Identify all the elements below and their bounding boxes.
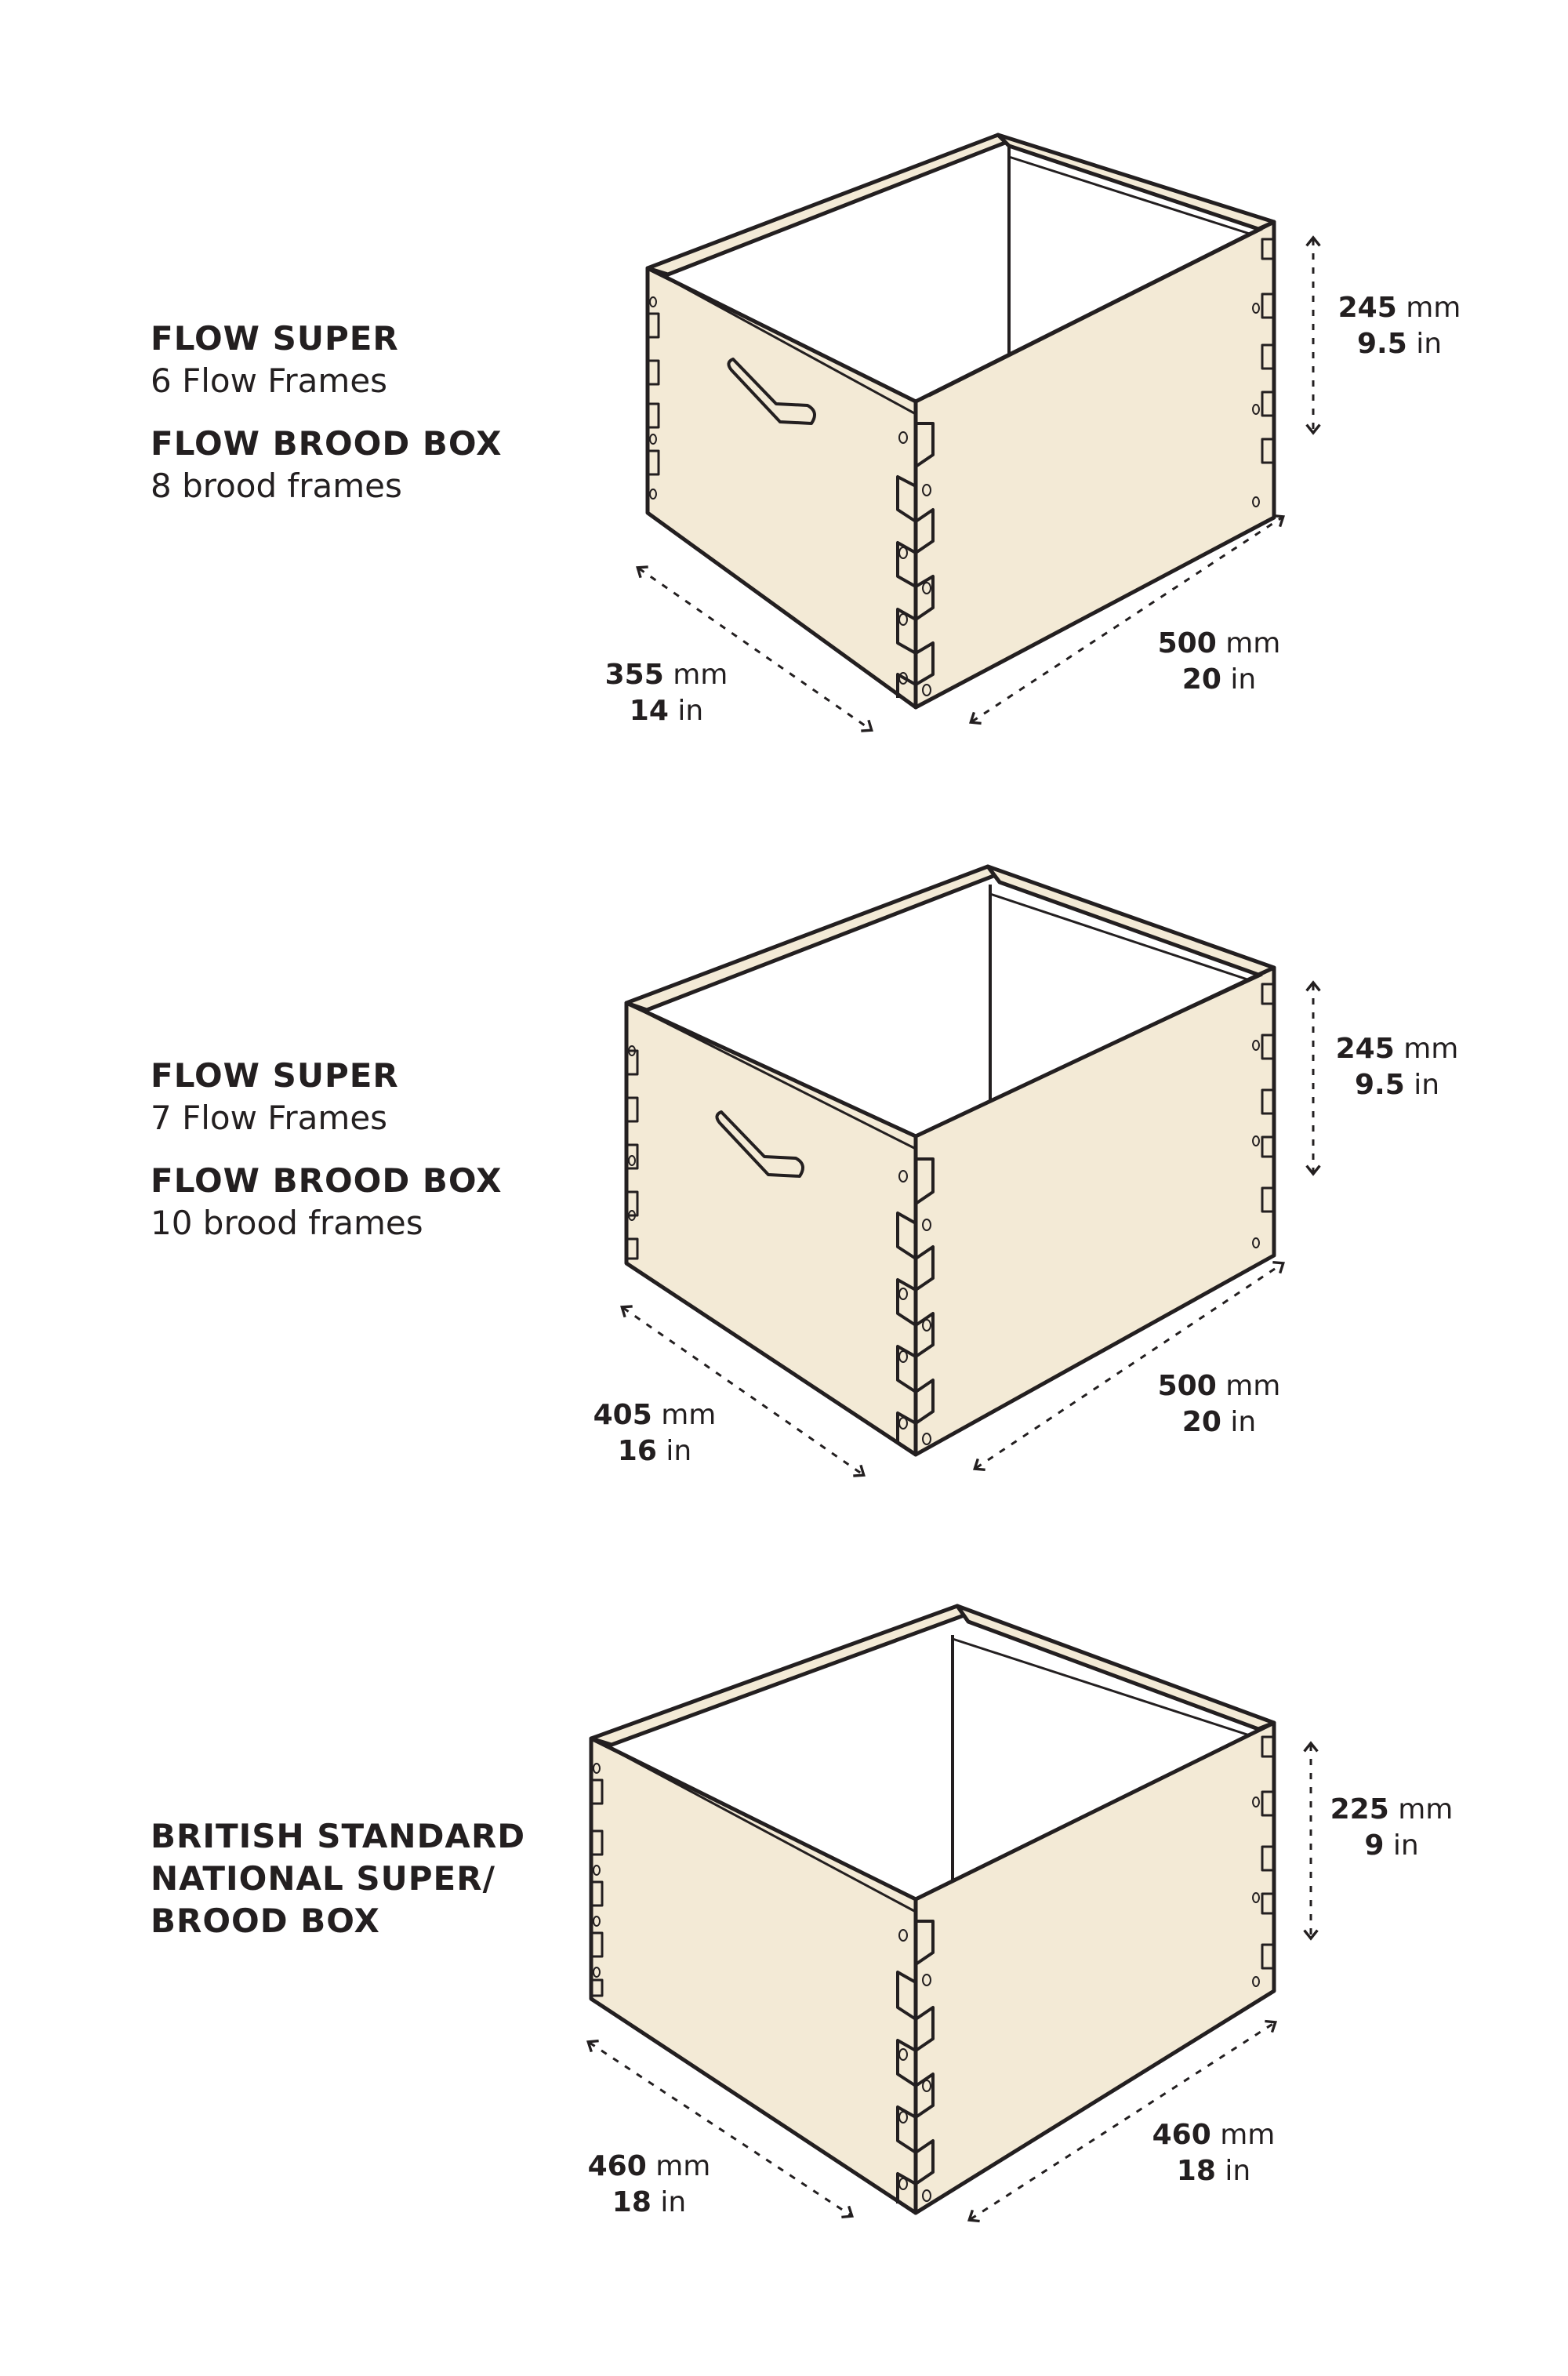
box-3-dimension-arrows <box>586 1741 1319 2223</box>
box-3-width-in: 18 <box>612 2186 652 2218</box>
box-1-description: FLOW SUPER 6 Flow Frames FLOW BROOD BOX … <box>151 318 502 528</box>
box-1-height-label: 245 mm 9.5 in <box>1321 290 1478 362</box>
box-1-handle <box>727 358 816 425</box>
box-3-height-in: 9 <box>1364 1829 1385 1862</box>
box-2-title-1: FLOW SUPER <box>151 1056 399 1095</box>
unit-in: in <box>1230 1406 1257 1438</box>
box-1-side-joints-left <box>648 312 660 476</box>
box-2-dimension-arrows <box>620 980 1321 1477</box>
box-2-finger-joints <box>896 1157 935 1443</box>
unit-in: in <box>1416 328 1443 360</box>
box-2-height-mm: 245 <box>1335 1033 1395 1065</box>
box-1-dimension-arrows <box>636 235 1321 732</box>
unit-mm: mm <box>1406 292 1461 324</box>
unit-in: in <box>1392 1829 1419 1862</box>
unit-in: in <box>1414 1069 1440 1101</box>
box-1-width-mm: 355 <box>604 659 664 691</box>
box-2-width-label: 405 mm 16 in <box>576 1397 733 1470</box>
box-3-length-mm: 460 <box>1152 2119 1211 2151</box>
box-2-length-label: 500 mm 20 in <box>1141 1368 1298 1440</box>
box-3-description: BRITISH STANDARD NATIONAL SUPER/ BROOD B… <box>151 1815 525 1942</box>
box-3-title-1: BRITISH STANDARD <box>151 1817 526 1855</box>
box-3-side-joints <box>591 1735 1274 1997</box>
unit-mm: mm <box>673 659 728 691</box>
box-1-height-mm: 245 <box>1338 292 1397 324</box>
box-1-side-joints-right <box>1261 238 1274 464</box>
box-1-finger-joints <box>896 422 935 698</box>
box-3-height-label: 225 mm 9 in <box>1313 1792 1470 1864</box>
box-1-width-in: 14 <box>629 695 669 727</box>
box-1-width-label: 355 mm 14 in <box>588 657 745 729</box>
box-1-length-mm: 500 <box>1157 627 1217 659</box>
box-1-illustration <box>645 133 1276 710</box>
unit-in: in <box>1225 2155 1251 2187</box>
unit-mm: mm <box>1225 1370 1281 1402</box>
box-2-height-label: 245 mm 9.5 in <box>1319 1031 1475 1103</box>
box-3-title-3: BROOD BOX <box>151 1902 380 1940</box>
unit-in: in <box>660 2186 687 2218</box>
unit-mm: mm <box>1225 627 1281 659</box>
box-3-finger-joints <box>896 1920 935 2203</box>
unit-mm: mm <box>655 2150 711 2182</box>
box-1-title-1: FLOW SUPER <box>151 319 399 358</box>
box-1-subtitle-2: 8 brood frames <box>151 467 402 505</box>
box-1-height-in: 9.5 <box>1356 328 1407 360</box>
box-2-length-in: 20 <box>1181 1406 1221 1438</box>
box-2-description: FLOW SUPER 7 Flow Frames FLOW BROOD BOX … <box>151 1055 502 1265</box>
box-2-illustration <box>624 864 1276 1457</box>
box-2-subtitle-2: 10 brood frames <box>151 1204 423 1242</box>
unit-in: in <box>1230 663 1257 696</box>
unit-in: in <box>677 695 704 727</box>
box-2-handle <box>715 1110 804 1178</box>
box-3-width-mm: 460 <box>587 2150 647 2182</box>
box-2-side-joints <box>626 983 1274 1260</box>
box-3-length-in: 18 <box>1176 2155 1216 2187</box>
box-1-length-label: 500 mm 20 in <box>1141 626 1298 698</box>
box-3-length-label: 460 mm 18 in <box>1135 2117 1292 2189</box>
box-1-screws <box>649 296 1260 696</box>
unit-mm: mm <box>661 1399 717 1431</box>
box-2-width-in: 16 <box>617 1435 657 1467</box>
box-3-screws <box>593 1763 1260 2202</box>
unit-mm: mm <box>1403 1033 1459 1065</box>
box-1-length-in: 20 <box>1181 663 1221 696</box>
box-2-screws <box>628 1040 1260 1445</box>
box-1-subtitle-1: 6 Flow Frames <box>151 361 388 400</box>
box-3-width-label: 460 mm 18 in <box>571 2149 728 2221</box>
box-2-width-mm: 405 <box>593 1399 652 1431</box>
unit-in: in <box>666 1435 692 1467</box>
box-2-height-in: 9.5 <box>1354 1069 1405 1101</box>
box-2-length-mm: 500 <box>1157 1370 1217 1402</box>
unit-mm: mm <box>1398 1793 1454 1826</box>
box-3-title-2: NATIONAL SUPER/ <box>151 1859 495 1898</box>
box-3-height-mm: 225 <box>1330 1793 1389 1826</box>
box-1-length-arrow <box>968 514 1286 725</box>
box-2-title-2: FLOW BROOD BOX <box>151 1161 503 1200</box>
unit-mm: mm <box>1220 2119 1276 2151</box>
box-2-subtitle-1: 7 Flow Frames <box>151 1099 388 1137</box>
box-1-width-arrow <box>636 565 873 732</box>
box-1-title-2: FLOW BROOD BOX <box>151 424 503 463</box>
